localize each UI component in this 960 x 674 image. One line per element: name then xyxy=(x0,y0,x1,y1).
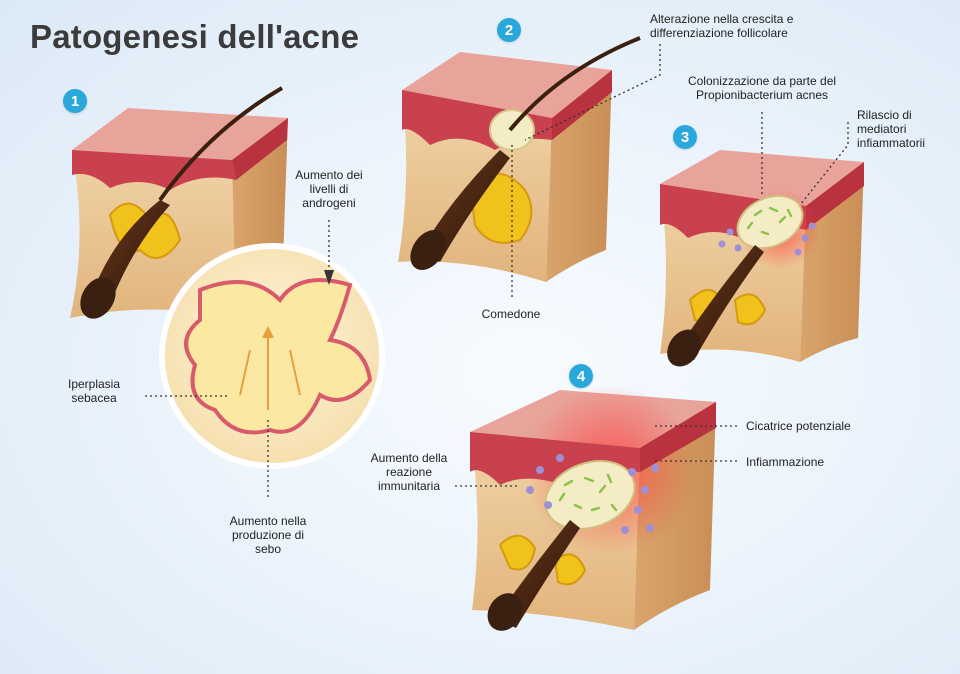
skin-block-2 xyxy=(398,36,641,282)
label-sebo: Aumento nella produzione di sebo xyxy=(229,514,307,556)
sebaceous-gland-magnified xyxy=(159,243,385,469)
step-badge-2: 2 xyxy=(497,18,521,42)
step-badge-4: 4 xyxy=(569,364,593,388)
label-rilascio: Rilascio di mediatori infiammatorii xyxy=(857,108,926,150)
label-alterazione: Alterazione nella crescita e differenzia… xyxy=(650,12,794,40)
skin-block-3 xyxy=(660,150,864,367)
page-title: Patogenesi dell'acne xyxy=(30,18,360,55)
label-comedone: Comedone xyxy=(481,307,541,321)
step-badge-1: 1 xyxy=(63,89,87,113)
label-iperplasia: Iperplasia sebacea xyxy=(67,377,121,405)
label-cicatrice: Cicatrice potenziale xyxy=(746,419,851,433)
label-colonizzazione: Colonizzazione da parte del Propionibact… xyxy=(687,74,837,102)
leader-lines xyxy=(145,44,849,500)
step-badge-3: 3 xyxy=(673,125,697,149)
label-infiammazione: Infiammazione xyxy=(746,455,825,469)
label-immunitaria: Aumento della reazione immunitaria xyxy=(370,451,448,493)
label-androgeni: Aumento dei livelli di androgeni xyxy=(295,168,363,210)
skin-block-4 xyxy=(470,385,716,631)
